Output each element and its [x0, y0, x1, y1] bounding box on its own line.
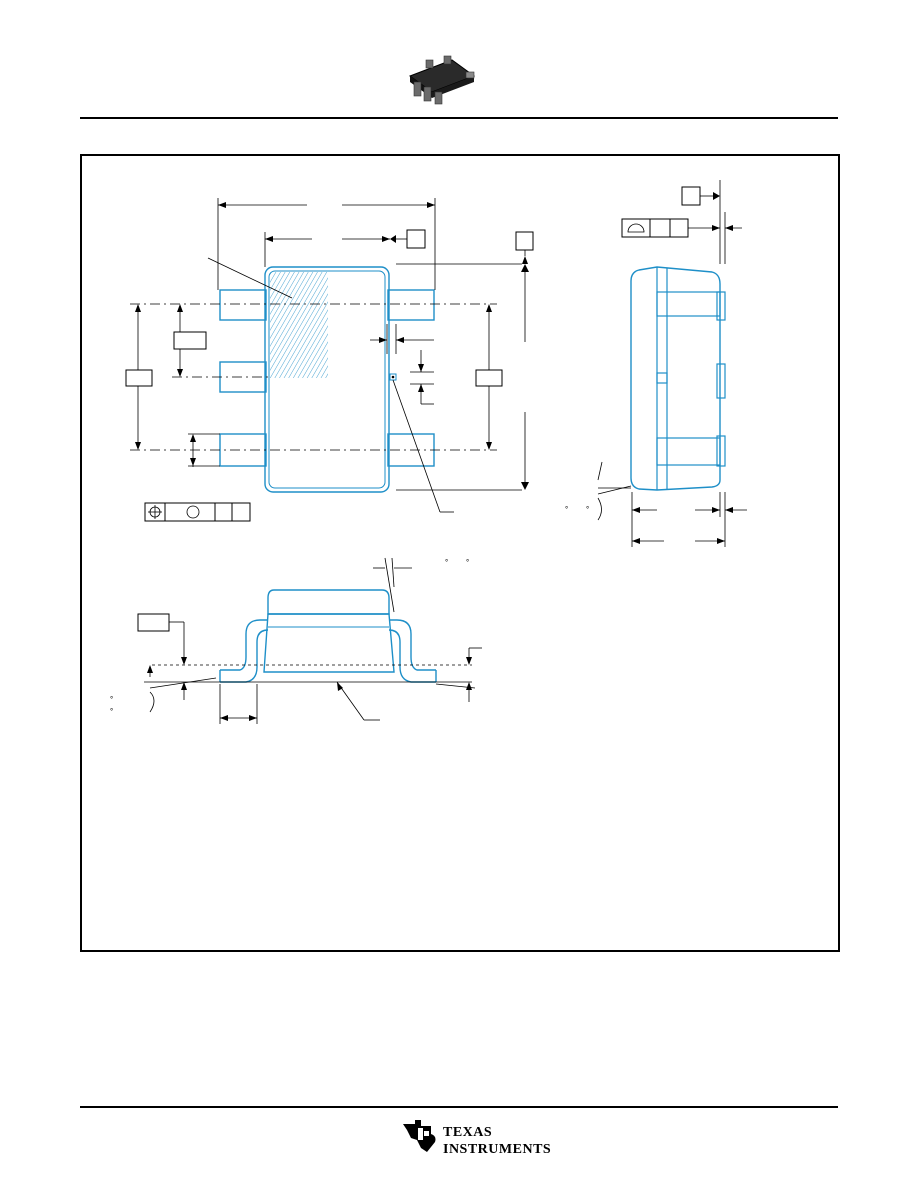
texas-instruments-logo-icon [403, 1120, 436, 1152]
package-outline-drawing: ° ° ° ° ° ° [110, 180, 747, 724]
profile-tolerance-frame [621, 218, 689, 238]
footer-rule [80, 1106, 838, 1108]
angle-mark: ° [565, 505, 568, 514]
mechanical-drawing-frame: ° ° ° ° ° ° [80, 154, 840, 952]
end-view [597, 180, 747, 547]
top-view [125, 198, 534, 513]
header-rule [80, 117, 838, 119]
feature-control-frame [144, 502, 251, 522]
front-view [137, 557, 482, 724]
angle-mark: ° [110, 695, 113, 704]
mmc-modifier-icon [186, 505, 200, 519]
lead-6 [387, 289, 435, 321]
angle-mark: ° [466, 558, 469, 567]
angle-mark: ° [586, 505, 589, 514]
brand-name-line1: Texas [443, 1125, 493, 1140]
sot23-6-package-icon [408, 55, 476, 105]
lead-1 [219, 289, 267, 321]
angle-mark: ° [445, 558, 448, 567]
angle-mark: ° [110, 707, 113, 716]
brand-name-line2: Instruments [443, 1142, 552, 1157]
surface-profile-icon [627, 223, 645, 233]
pin1-index-area [270, 272, 328, 378]
